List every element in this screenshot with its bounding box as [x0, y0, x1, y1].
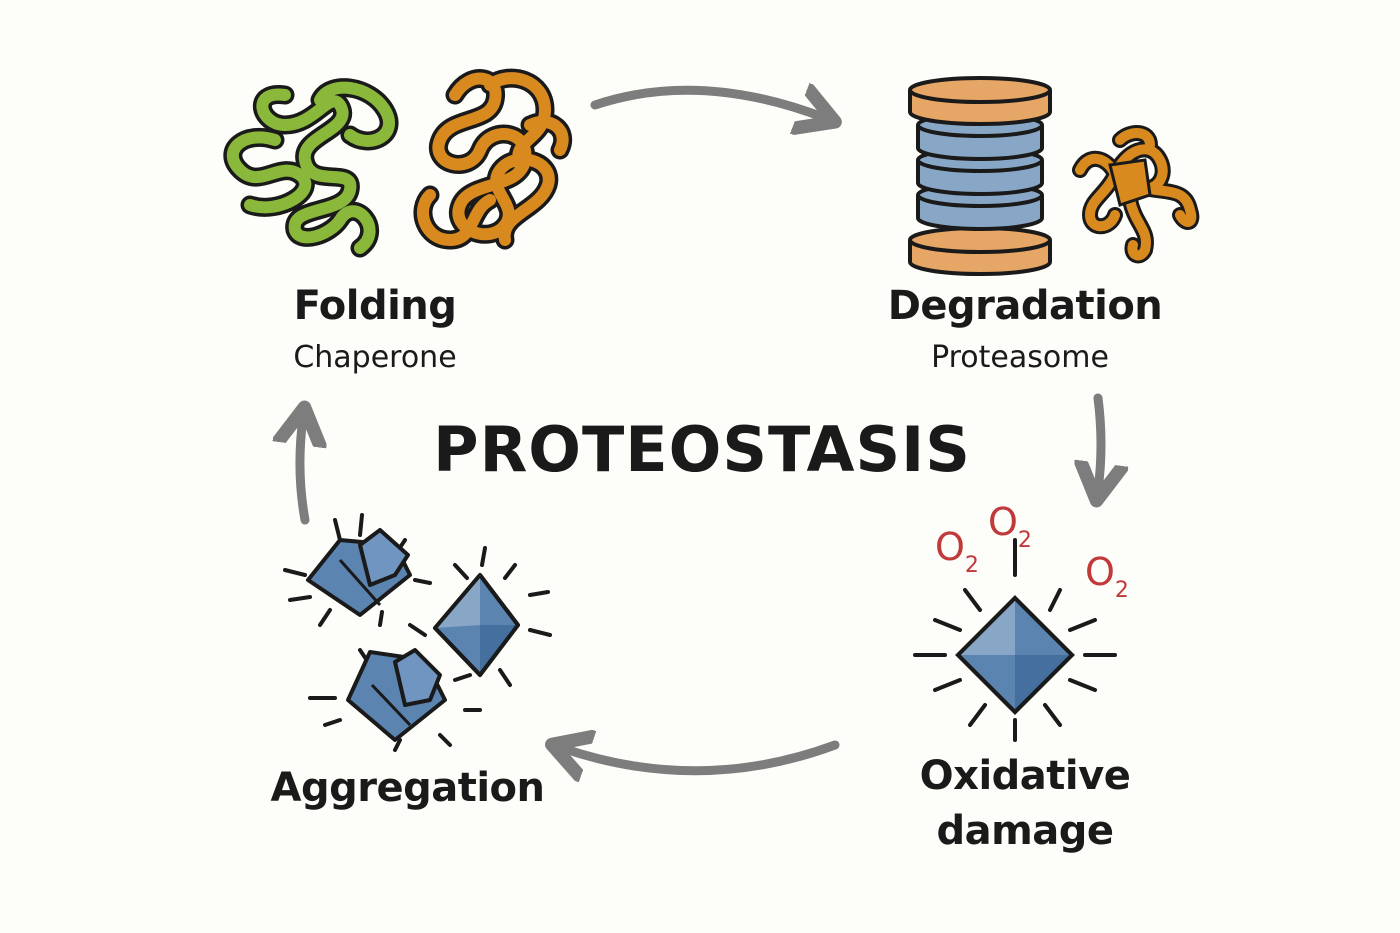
o2-molecule-3: O: [1085, 550, 1115, 594]
arrow-oxidative-to-aggregation: [562, 745, 840, 771]
degraded-protein-icon: [1072, 125, 1200, 264]
arrow-folding-to-degradation: [590, 90, 825, 118]
oxidative-label-line2: damage: [936, 808, 1114, 854]
arrow-aggregation-to-folding: [300, 418, 305, 525]
arrow-degradation-to-oxidative: [1098, 393, 1101, 490]
folding-sublabel: Chaperone: [293, 340, 457, 375]
oxidized-crystal-icon: [913, 538, 1117, 742]
svg-text:O2: O2: [988, 500, 1032, 553]
unfolded-protein-icon: [223, 78, 399, 258]
o2-molecule-1: O: [935, 525, 965, 569]
oxygen-molecules: O2 O2 O2: [935, 500, 1129, 603]
svg-text:O2: O2: [1085, 550, 1129, 603]
folding-label: Folding: [293, 283, 457, 329]
diagram-title: PROTEOSTASIS: [433, 413, 971, 486]
aggregation-label: Aggregation: [270, 765, 546, 811]
degradation-sublabel: Proteasome: [931, 340, 1109, 375]
oxidative-label-line1: Oxidative: [919, 753, 1131, 799]
proteasome-icon: [908, 76, 1052, 276]
degradation-label: Degradation: [887, 283, 1163, 329]
misfolded-protein-icon: [413, 68, 573, 250]
aggregate-crystal-icon: [283, 513, 552, 752]
svg-text:O2: O2: [935, 525, 979, 578]
o2-molecule-2: O: [988, 500, 1018, 544]
